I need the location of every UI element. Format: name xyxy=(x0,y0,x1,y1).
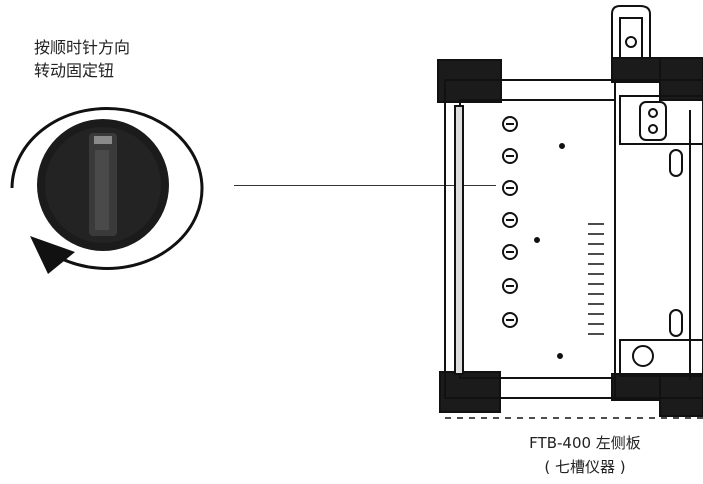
vent-slots xyxy=(588,223,604,335)
panel-screws xyxy=(502,116,518,328)
instruction-text: 按顺时针方向 转动固定钮 xyxy=(34,36,130,82)
instruction-line-1: 按顺时针方向 xyxy=(34,38,131,57)
instruction-line-2: 转动固定钮 xyxy=(34,61,115,80)
fixing-knob-illustration xyxy=(10,107,204,274)
caption-line-1: FTB-400 左侧板 xyxy=(529,434,641,452)
rotation-arrow-icon xyxy=(30,236,75,274)
caption-line-2: ( 七槽仪器 ) xyxy=(544,458,626,476)
ftb-400-left-panel-drawing xyxy=(437,5,703,419)
clockwise-arc xyxy=(10,107,204,270)
panel-caption: FTB-400 左侧板 ( 七槽仪器 ) xyxy=(500,431,670,479)
leader-line xyxy=(234,185,496,186)
